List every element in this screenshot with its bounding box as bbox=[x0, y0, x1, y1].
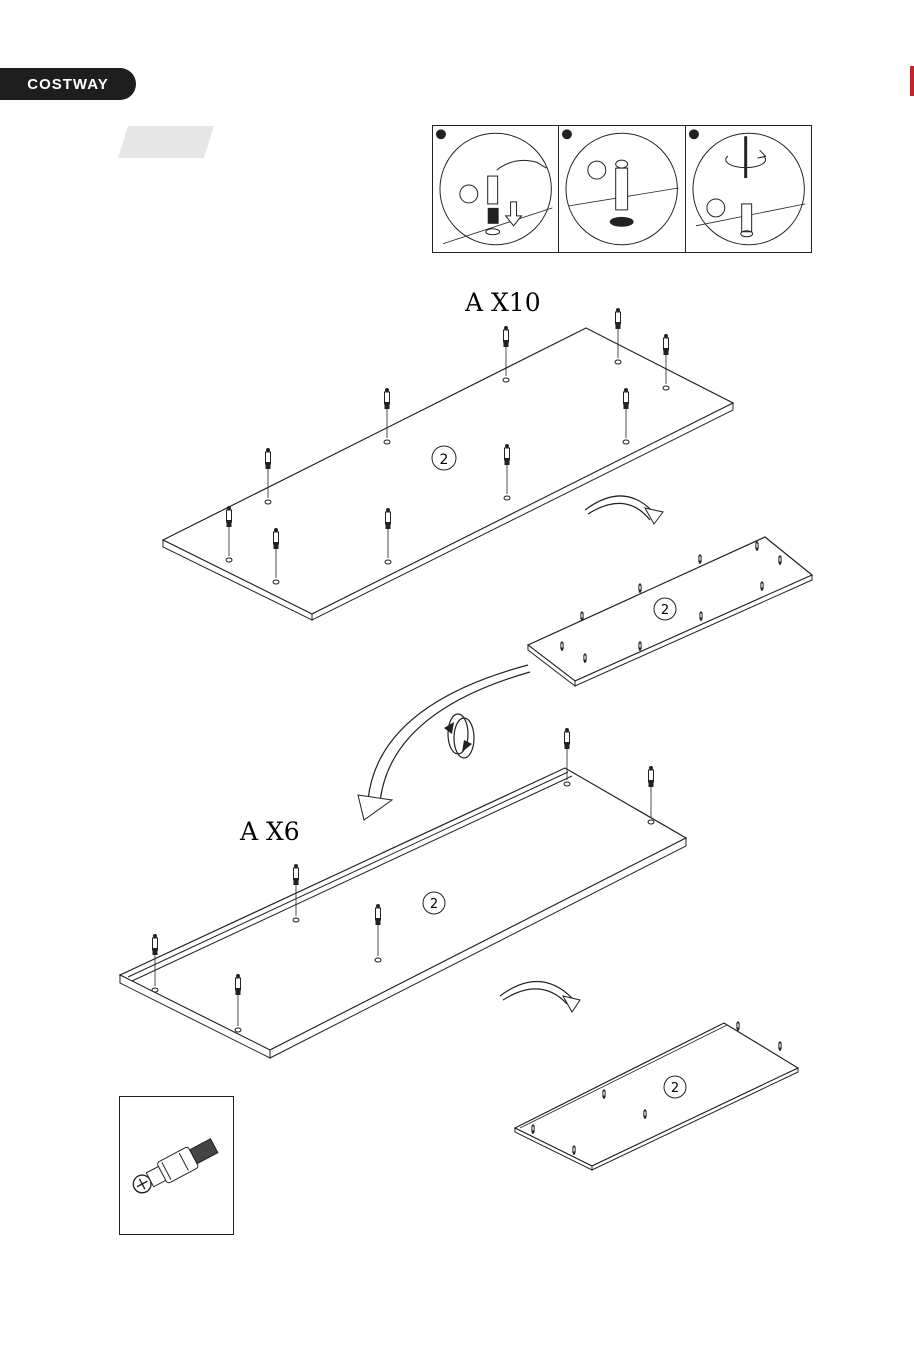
panel-label-3: 2 bbox=[423, 892, 445, 914]
cam-bolt bbox=[639, 583, 641, 592]
panel-top-large bbox=[163, 328, 733, 620]
cam-bolt bbox=[561, 641, 563, 650]
panel-label-4: 2 bbox=[664, 1076, 686, 1098]
cam-bolt bbox=[573, 1145, 575, 1154]
svg-text:2: 2 bbox=[440, 452, 449, 468]
panel-label-2: 2 bbox=[654, 598, 676, 620]
cam-bolt bbox=[699, 554, 701, 563]
part-a-detail-box bbox=[119, 1096, 234, 1235]
svg-text:2: 2 bbox=[430, 897, 438, 912]
svg-text:2: 2 bbox=[671, 1081, 679, 1096]
cam-bolt bbox=[756, 541, 758, 550]
cam-bolt bbox=[737, 1021, 739, 1030]
svg-text:2: 2 bbox=[661, 603, 669, 618]
cam-bolt bbox=[644, 1109, 646, 1118]
panel-label-1: 2 bbox=[432, 446, 456, 470]
quantity-bottom: A X6 bbox=[239, 817, 300, 846]
cam-bolt bbox=[639, 641, 641, 650]
panel-bottom-large bbox=[120, 768, 686, 1058]
cam-bolt bbox=[532, 1124, 534, 1133]
cam-bolt bbox=[700, 611, 702, 620]
cam-bolt bbox=[761, 581, 763, 590]
cam-bolt bbox=[779, 1041, 781, 1050]
cam-bolt bbox=[581, 611, 583, 620]
cam-bolt bbox=[603, 1089, 605, 1098]
cam-bolt bbox=[779, 555, 781, 564]
curved-arrow-icon bbox=[585, 496, 663, 524]
panel-small-lower bbox=[515, 1023, 798, 1170]
cam-bolt-icon bbox=[120, 1097, 233, 1234]
flip-icon bbox=[444, 714, 474, 758]
curved-arrow-icon-lower bbox=[500, 981, 580, 1012]
quantity-top: A X10 bbox=[464, 288, 541, 317]
cam-bolt bbox=[648, 766, 654, 824]
cam-bolt bbox=[584, 653, 586, 662]
